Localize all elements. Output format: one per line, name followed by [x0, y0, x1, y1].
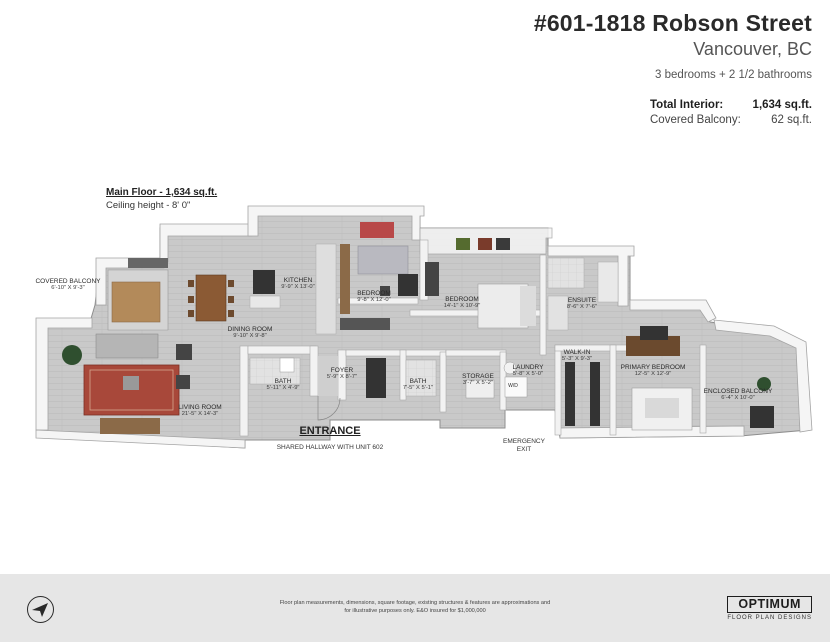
covered-balcony [107, 258, 169, 331]
living-room-furniture [62, 333, 192, 434]
room-dimensions: 12'-5" X 12'-9" [634, 371, 672, 378]
room-dimensions: 9'-8" X 12'-0" [357, 297, 391, 304]
emergency-line-1: EMERGENCY [503, 438, 545, 445]
bedroom-2-furniture [425, 238, 536, 329]
enclosed-balcony-furniture [750, 377, 774, 428]
room-name: WALK-IN [563, 349, 591, 356]
room-label-enclosed-balcony: ENCLOSED BALCONY 6'-4" X 10'-0" [704, 388, 773, 402]
shared-hallway-label: SHARED HALLWAY WITH UNIT 602 [276, 444, 384, 451]
logo-main-text: OPTIMUM [727, 596, 812, 613]
disclaimer-line-2: for illustrative purposes only. E&O insu… [344, 608, 486, 615]
service-rooms [249, 356, 528, 399]
dining-set [188, 274, 234, 322]
room-label-dining: DINING ROOM 9'-10" X 9'-8" [228, 326, 273, 340]
room-label-covered-balcony: COVERED BALCONY 6'-10" X 9'-3" [35, 278, 100, 292]
entrance-door [317, 396, 341, 421]
floor-title: Main Floor - 1,634 sq.ft. [106, 187, 218, 198]
covered-balcony-row: Covered Balcony: 62 sq.ft. [650, 114, 812, 126]
footer-bar: Floor plan measurements, dimensions, squ… [0, 574, 830, 642]
covered-balcony-value: 62 sq.ft. [771, 114, 812, 126]
ceiling-height: Ceiling height - 8' 0" [106, 200, 191, 211]
total-interior-label: Total Interior: [650, 99, 724, 111]
room-label-storage: STORAGE 3'-7" X 5'-2" [462, 373, 494, 387]
room-dimensions: 6'-4" X 10'-0" [721, 395, 755, 402]
entrance-label: ENTRANCE [299, 425, 361, 437]
room-dimensions: 21'-5" X 14'-3" [181, 411, 219, 418]
emergency-line-2: EXIT [516, 446, 532, 454]
room-name: COVERED BALCONY [35, 278, 101, 285]
room-dimensions: 14'-1" X 10'-9" [443, 303, 481, 310]
walk-in-closet [565, 362, 600, 426]
room-label-walk-in: WALK-IN 5'-3" X 9'-3" [562, 349, 592, 363]
room-name: ENCLOSED BALCONY [703, 388, 773, 395]
room-name: BATH [409, 378, 427, 385]
room-label-living: LIVING ROOM 21'-5" X 14'-3" [178, 404, 221, 418]
interior-walls [239, 239, 707, 437]
room-dimensions: 5'-11" X 4'-9" [266, 385, 300, 392]
room-name: KITCHEN [283, 277, 313, 284]
room-name: FOYER [330, 367, 354, 374]
disclaimer-line-1: Floor plan measurements, dimensions, squ… [279, 600, 551, 606]
room-label-bedroom-2: BEDROOM 14'-1" X 10'-9" [444, 296, 481, 310]
room-name: STORAGE [462, 373, 494, 380]
room-dimensions: 5'-9" X 8'-7" [326, 374, 358, 381]
room-label-laundry: LAUNDRY 5'-8" X 5'-0" [513, 364, 544, 378]
kitchen-fixtures [249, 243, 350, 335]
room-label-primary-bedroom: PRIMARY BEDROOM 12'-5" X 12'-9" [621, 364, 686, 378]
room-dimensions: 6'-10" X 9'-3" [51, 285, 85, 292]
room-name: LAUNDRY [512, 364, 544, 371]
room-label-kitchen: KITCHEN 9'-9" X 13'-0" [281, 277, 314, 291]
listing-city: Vancouver, BC [693, 39, 812, 59]
listing-header: #601-1818 Robson Street Vancouver, BC 3 … [534, 10, 812, 81]
room-name: BEDROOM [357, 290, 391, 297]
disclaimer: Floor plan measurements, dimensions, squ… [265, 599, 565, 615]
room-name: LIVING ROOM [178, 404, 222, 411]
room-dimensions: 9'-9" X 13'-0" [281, 284, 315, 291]
emergency-exit-label: EMERGENCY EXIT [503, 438, 545, 455]
room-dimensions: 8'-6" X 7'-6" [566, 304, 598, 311]
room-name: BATH [274, 378, 292, 385]
total-interior-value: 1,634 sq.ft. [752, 99, 812, 111]
room-label-ensuite: ENSUITE 8'-6" X 7'-6" [567, 297, 597, 311]
room-name: BEDROOM [445, 296, 479, 303]
room-name: ENSUITE [567, 297, 597, 304]
room-name: DINING ROOM [227, 326, 273, 333]
compass-icon [27, 596, 54, 623]
ensuite-fixtures [547, 257, 619, 331]
washer-dryer-label: W/D [508, 383, 518, 389]
room-summary: 3 bedrooms + 2 1/2 bathrooms [655, 69, 812, 81]
room-dimensions: 5'-3" X 9'-3" [561, 356, 593, 363]
logo-sub-text: FLOOR PLAN DESIGNS [727, 615, 812, 621]
room-dimensions: 9'-10" X 9'-8" [233, 333, 267, 340]
room-dimensions: 3'-7" X 5'-2" [462, 380, 494, 387]
room-label-bath-1: BATH 5'-11" X 4'-9" [267, 378, 300, 392]
room-dimensions: 5'-8" X 5'-0" [512, 371, 544, 378]
listing-address: #601-1818 Robson Street [533, 10, 812, 36]
room-label-bath-2: BATH 7'-5" X 5'-1" [403, 378, 433, 392]
room-label-foyer: FOYER 5'-9" X 8'-7" [327, 367, 357, 381]
room-dimensions: 7'-5" X 5'-1" [402, 385, 434, 392]
optimum-logo: OPTIMUM FLOOR PLAN DESIGNS [727, 596, 812, 621]
room-name: PRIMARY BEDROOM [620, 364, 686, 371]
room-label-bedroom-1: BEDROOM 9'-8" X 12'-0" [357, 290, 391, 304]
total-interior-row: Total Interior: 1,634 sq.ft. [650, 99, 812, 111]
area-stats: Total Interior: 1,634 sq.ft. Covered Bal… [650, 99, 812, 129]
covered-balcony-label: Covered Balcony: [650, 114, 741, 126]
primary-bedroom-furniture [626, 326, 693, 431]
bedroom-1-furniture [340, 222, 418, 330]
